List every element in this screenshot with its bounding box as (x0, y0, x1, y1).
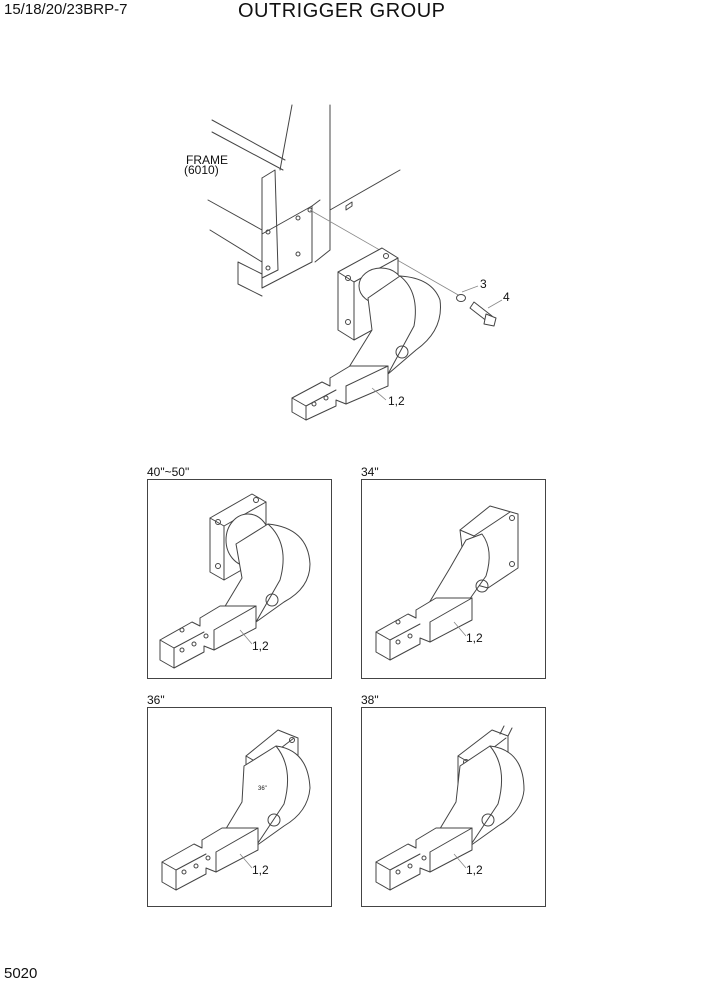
frame-label: FRAME (186, 153, 228, 167)
model-number: 15/18/20/23BRP-7 (4, 1, 128, 18)
page-title: OUTRIGGER GROUP (238, 0, 446, 22)
variant-label-40-50: 40"~50" (147, 465, 190, 479)
variant-panel-34: 1,2 (361, 479, 546, 679)
washer-part (456, 294, 466, 302)
variant-panel-40-50: 1,2 (147, 479, 332, 679)
callout-outrigger: 1,2 (388, 394, 405, 408)
outrigger-assembly-main (291, 247, 441, 421)
variant-callout: 1,2 (466, 863, 483, 877)
callout-washer: 3 (480, 277, 487, 291)
variant-panel-38: 1,2 (361, 707, 546, 907)
variant-label-34: 34" (361, 465, 379, 479)
size-stamp: 36" (258, 786, 267, 792)
frame-code: (6010) (184, 163, 219, 177)
variant-callout: 1,2 (252, 863, 269, 877)
callout-bolt: 4 (503, 290, 510, 304)
main-exploded-diagram: FRAME (6010) 3 4 1,2 (184, 104, 510, 421)
bolt-part (469, 301, 497, 327)
variant-callout: 1,2 (252, 639, 269, 653)
frame-drawing (207, 104, 401, 297)
variant-callout: 1,2 (466, 631, 483, 645)
page-number: 5020 (4, 965, 38, 982)
variant-label-38: 38" (361, 693, 379, 707)
variant-panel-36: 36" 1,2 (147, 707, 332, 907)
variant-label-36: 36" (147, 693, 165, 707)
